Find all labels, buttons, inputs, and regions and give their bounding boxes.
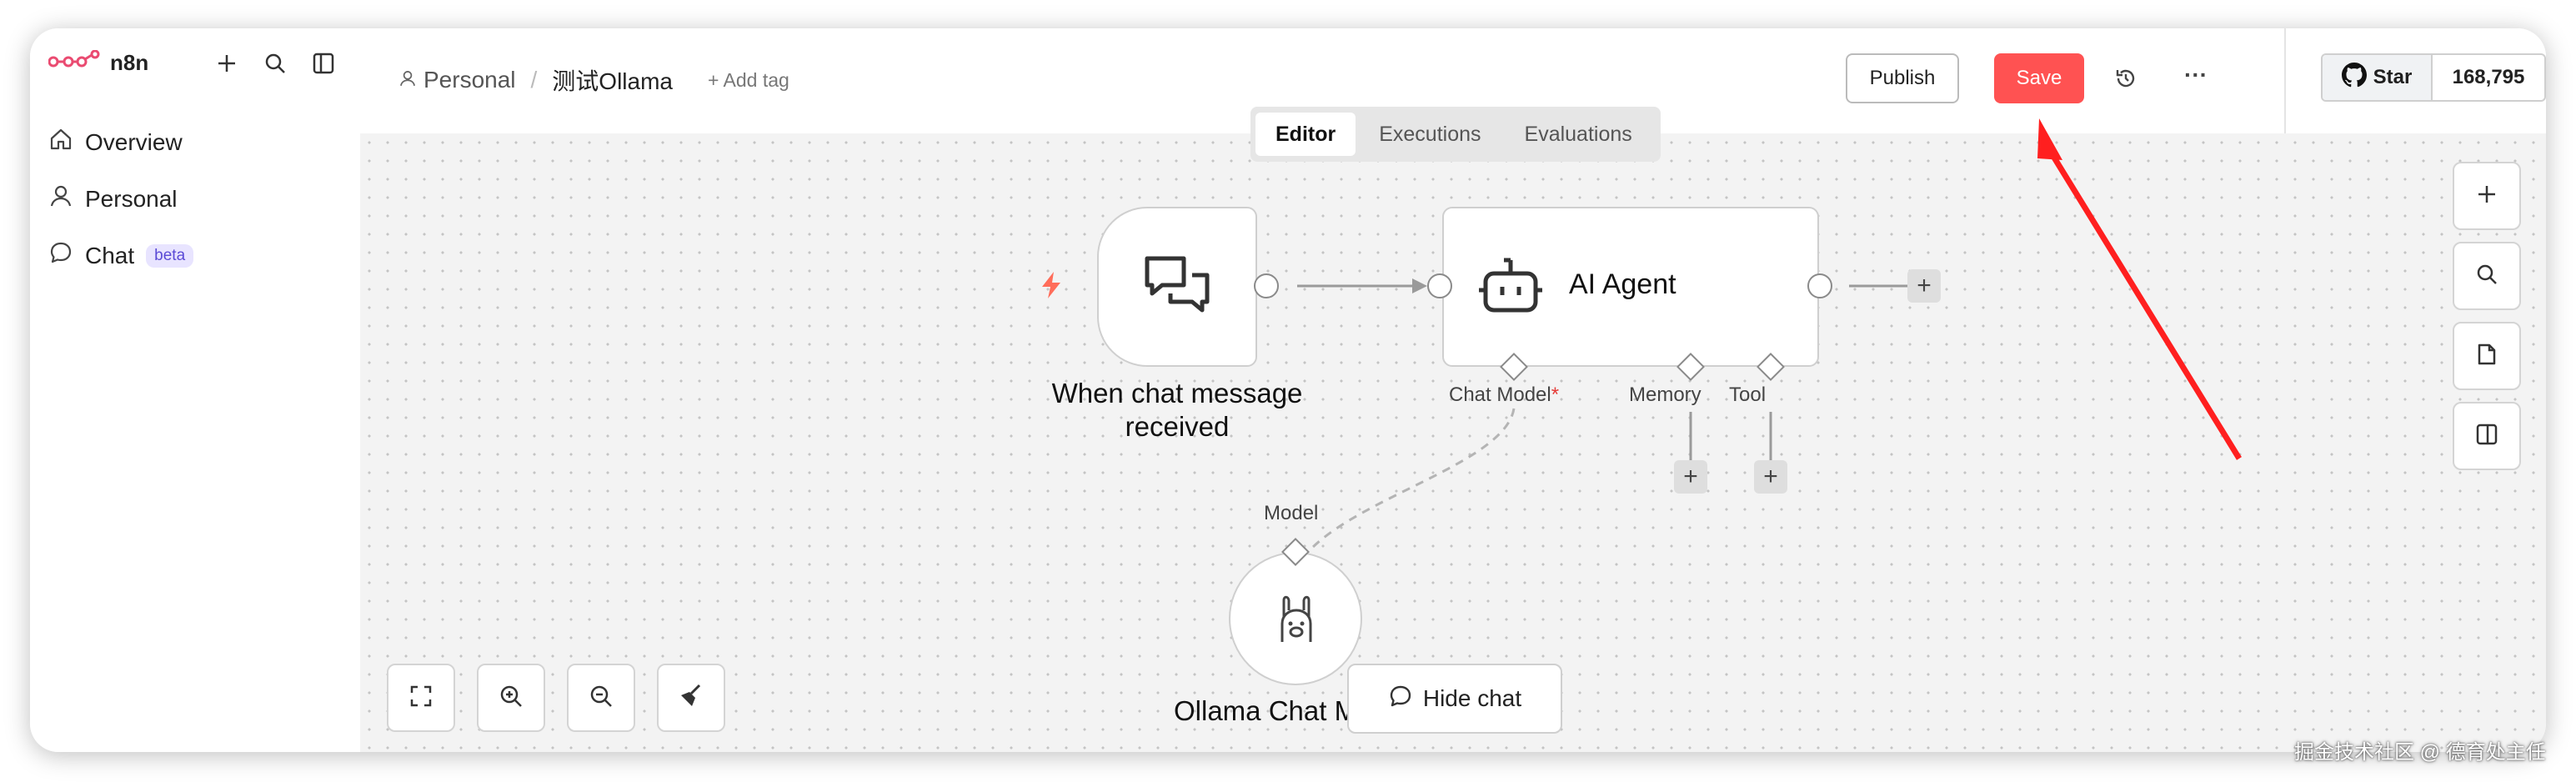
chat-model-label: Chat Model*: [1449, 383, 1559, 407]
workflow-canvas[interactable]: [360, 133, 2546, 752]
hide-chat-button[interactable]: Hide chat: [1347, 664, 1562, 734]
add-memory-button[interactable]: +: [1674, 460, 1707, 494]
beta-badge: beta: [146, 243, 194, 268]
tab-executions[interactable]: Executions: [1379, 122, 1481, 146]
history-icon[interactable]: [2109, 62, 2142, 95]
agent-add-next-button[interactable]: +: [1907, 269, 1941, 303]
ollama-chat-model-node[interactable]: [1229, 552, 1362, 685]
more-options-button[interactable]: ···: [2184, 62, 2208, 88]
model-connector-label: Model: [1264, 502, 1319, 524]
sticky-note-icon: [2474, 342, 2499, 371]
tidy-up-button[interactable]: [657, 664, 725, 732]
broom-icon: [678, 683, 704, 714]
n8n-logo-icon: [48, 49, 100, 76]
add-icon[interactable]: [210, 47, 243, 80]
tool-label: Tool: [1729, 383, 1767, 406]
agent-output-handle[interactable]: [1807, 273, 1832, 298]
sidebar-item-label: Personal: [85, 185, 178, 212]
view-tabs: Editor Executions Evaluations: [1250, 107, 1661, 162]
breadcrumb: Personal / 测试Ollama + Add tag: [398, 63, 789, 97]
add-tool-button[interactable]: +: [1754, 460, 1787, 494]
github-star-label: Star: [2373, 66, 2413, 88]
breadcrumb-project[interactable]: Personal: [423, 67, 516, 93]
app-window: n8n Overview Personal Chat: [30, 28, 2546, 752]
save-button[interactable]: Save: [1994, 53, 2084, 103]
agent-input-handle[interactable]: [1427, 273, 1452, 298]
watermark: 掘金技术社区 @ 德育处主任: [2294, 741, 2546, 764]
trigger-output-handle[interactable]: [1254, 273, 1279, 298]
github-star-count: 168,795: [2452, 66, 2525, 88]
required-mark: *: [1551, 383, 1560, 406]
sidebar-item-label: Chat: [85, 242, 135, 268]
tab-evaluations[interactable]: Evaluations: [1524, 122, 1632, 146]
add-node-button[interactable]: [2453, 162, 2521, 230]
tab-editor[interactable]: Editor: [1255, 113, 1356, 156]
chat-messages-icon: [1142, 253, 1212, 324]
breadcrumb-separator: /: [530, 67, 538, 93]
zoom-in-button[interactable]: [477, 664, 545, 732]
chat-trigger-label: When chat message received: [1014, 377, 1341, 444]
fullscreen-icon: [408, 684, 434, 713]
brand[interactable]: n8n: [48, 49, 149, 76]
search-nodes-button[interactable]: [2453, 242, 2521, 310]
panel-toggle-icon[interactable]: [307, 47, 340, 80]
sidebar-item-label: Overview: [85, 128, 183, 155]
github-star-button[interactable]: Star: [2323, 55, 2433, 100]
github-star-widget[interactable]: Star 168,795: [2321, 53, 2546, 102]
zoom-out-icon: [589, 684, 614, 713]
sticky-note-button[interactable]: [2453, 322, 2521, 390]
add-tag-link[interactable]: + Add tag: [708, 68, 789, 91]
github-icon: [2341, 62, 2367, 93]
user-icon: [48, 183, 73, 214]
sidebar-item-chat[interactable]: Chat beta: [48, 240, 194, 271]
zoom-out-button[interactable]: [567, 664, 635, 732]
trigger-bolt-icon: [1039, 270, 1064, 304]
header-divider: [2284, 28, 2286, 133]
home-icon: [48, 127, 73, 158]
memory-label: Memory: [1629, 383, 1701, 406]
ollama-node-label: Ollama Chat M: [1174, 695, 1358, 726]
ai-agent-title: AI Agent: [1569, 268, 1676, 300]
panel-toggle-icon: [2474, 422, 2499, 451]
side-panel-button[interactable]: [2453, 402, 2521, 470]
chat-trigger-node[interactable]: [1097, 207, 1257, 367]
chat-bubble-icon: [48, 240, 73, 271]
sidebar-item-overview[interactable]: Overview: [48, 127, 183, 158]
workflow-name[interactable]: 测试Ollama: [552, 68, 673, 94]
chat-model-label-text: Chat Model: [1449, 383, 1551, 406]
brand-name: n8n: [110, 50, 149, 75]
user-icon: [398, 67, 417, 93]
plus-icon: [2474, 182, 2499, 211]
chat-trigger-label-line1: When chat message: [1051, 378, 1303, 409]
robot-icon: [1479, 257, 1542, 321]
hide-chat-label: Hide chat: [1422, 685, 1522, 711]
sidebar: n8n Overview Personal Chat: [30, 28, 362, 752]
search-icon: [2474, 262, 2499, 291]
search-icon[interactable]: [258, 47, 292, 80]
chat-trigger-label-line2: received: [1125, 411, 1230, 442]
sidebar-item-personal[interactable]: Personal: [48, 183, 178, 214]
publish-button[interactable]: Publish: [1846, 53, 1959, 103]
llama-icon: [1274, 592, 1319, 649]
top-header: Personal / 测试Ollama + Add tag Publish Sa…: [360, 28, 2546, 135]
ai-agent-node[interactable]: AI Agent: [1442, 207, 1819, 367]
zoom-in-icon: [499, 684, 524, 713]
chat-bubble-icon: [1388, 684, 1413, 714]
fit-view-button[interactable]: [387, 664, 455, 732]
